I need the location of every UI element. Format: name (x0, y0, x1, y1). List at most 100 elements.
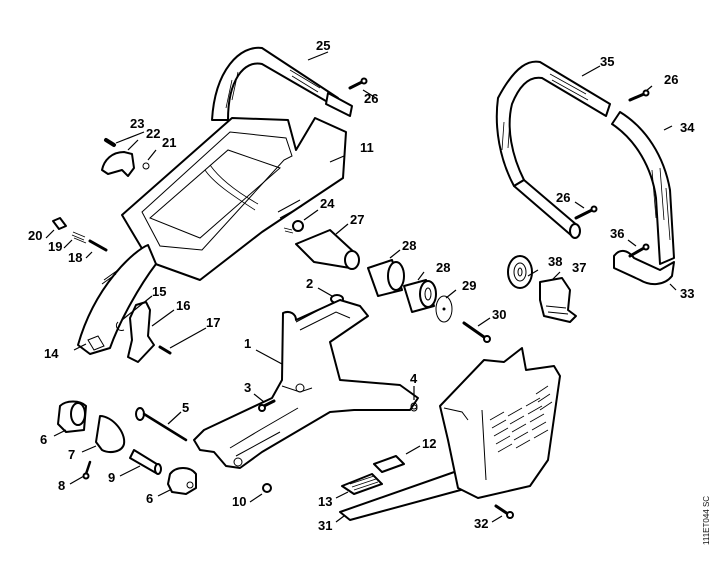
part-11-handle-housing (121, 117, 347, 281)
callout-14: 14 (44, 346, 59, 361)
leader-1 (255, 349, 283, 365)
leader-33 (669, 283, 677, 291)
part-7-cap (95, 415, 126, 453)
part-23-pin (104, 138, 116, 147)
part-5-bolt (135, 407, 188, 442)
part-33-handle-bar-end (613, 250, 675, 286)
callout-37: 37 (572, 260, 586, 275)
part-12-label (373, 455, 405, 473)
part-4-washer (410, 402, 418, 410)
leader-22 (127, 139, 139, 151)
drawing-code: 111ET044 SC (702, 496, 711, 545)
callout-23: 23 (130, 116, 144, 131)
callout-21: 21 (162, 135, 176, 150)
tube-end-left (513, 179, 581, 239)
callout-26: 26 (364, 91, 378, 106)
part-36-screw (628, 243, 650, 258)
leader-3 (253, 393, 265, 403)
callout-27: 27 (350, 212, 364, 227)
part-22-lever (101, 151, 135, 177)
leader-lines (45, 51, 677, 523)
callout-12: 12 (422, 436, 436, 451)
part-30-screw (462, 321, 491, 343)
leader-26c (574, 201, 585, 209)
callout-36: 36 (610, 226, 624, 241)
part-24-clip (283, 220, 304, 234)
leader-31 (335, 515, 345, 523)
part-14-grip-handle (77, 244, 157, 355)
callout-26: 26 (556, 190, 570, 205)
callout-labels: 25 26 35 26 34 26 36 33 38 37 11 23 22 2… (28, 38, 695, 533)
callout-22: 22 (146, 126, 160, 141)
leader-2 (317, 287, 333, 297)
leader-35 (581, 65, 601, 77)
callout-24: 24 (320, 196, 335, 211)
leader-37 (551, 271, 561, 281)
leader-6a (53, 429, 67, 437)
part-18-pin (88, 239, 108, 252)
part-3-screw (258, 399, 276, 412)
callout-16: 16 (176, 298, 190, 313)
leader-19 (63, 239, 73, 249)
part-6-buffer-b (167, 467, 197, 495)
part-37-bracket (539, 277, 577, 323)
leader-28a (389, 249, 401, 259)
cover-grille-housing (439, 347, 561, 499)
callout-3: 3 (244, 380, 251, 395)
callout-34: 34 (680, 120, 695, 135)
leader-11 (329, 155, 345, 163)
leader-28b (417, 271, 425, 281)
part-26-screw-b (628, 89, 650, 102)
part-34-handle-bar-grip (611, 111, 675, 265)
leader-5 (167, 411, 182, 425)
leader-16 (151, 309, 175, 327)
leader-13 (335, 491, 349, 499)
leader-23 (115, 131, 145, 144)
part-21-spring (142, 162, 150, 170)
leader-21 (147, 149, 157, 161)
part-20-sleeve (52, 217, 67, 230)
leader-20 (45, 229, 55, 239)
callout-17: 17 (206, 315, 220, 330)
callout-31: 31 (318, 518, 332, 533)
part-16-throttle-trigger (127, 301, 155, 363)
part-25-rear-handle-tube (211, 46, 353, 121)
part-32-screw (494, 504, 514, 519)
part-1-frame (193, 299, 419, 469)
part-17-pin (158, 345, 172, 355)
callout-25: 25 (316, 38, 330, 53)
callout-10: 10 (232, 494, 246, 509)
callout-30: 30 (492, 307, 506, 322)
leader-14 (73, 343, 87, 351)
leader-8 (69, 475, 85, 485)
leader-34 (663, 125, 673, 131)
part-35-handle-bar-front (495, 60, 611, 187)
callout-28: 28 (402, 238, 416, 253)
leader-32 (491, 515, 503, 523)
callout-2: 2 (306, 276, 313, 291)
leader-9 (119, 465, 141, 477)
leader-7 (81, 445, 97, 453)
part-8-screw (82, 460, 92, 480)
callout-15: 15 (152, 284, 166, 299)
callout-20: 20 (28, 228, 42, 243)
leader-6b (157, 489, 171, 497)
part-28-annular-buffer-b (403, 279, 437, 313)
part-28-annular-buffer-a (367, 259, 405, 297)
leader-15 (121, 295, 153, 321)
callout-6: 6 (146, 491, 153, 506)
callout-32: 32 (474, 516, 488, 531)
part-26-screw-c (574, 205, 598, 220)
callout-18: 18 (68, 250, 82, 265)
leader-29 (445, 289, 457, 299)
callout-11: 11 (360, 140, 374, 155)
part-29-washer (435, 295, 453, 323)
part-38-annular-buffer (507, 255, 533, 289)
part-9-sleeve (129, 449, 162, 475)
part-15-spring (115, 321, 125, 331)
leader-12 (405, 445, 421, 455)
callout-7: 7 (68, 447, 75, 462)
leader-36 (627, 239, 637, 247)
leader-38 (527, 269, 539, 277)
